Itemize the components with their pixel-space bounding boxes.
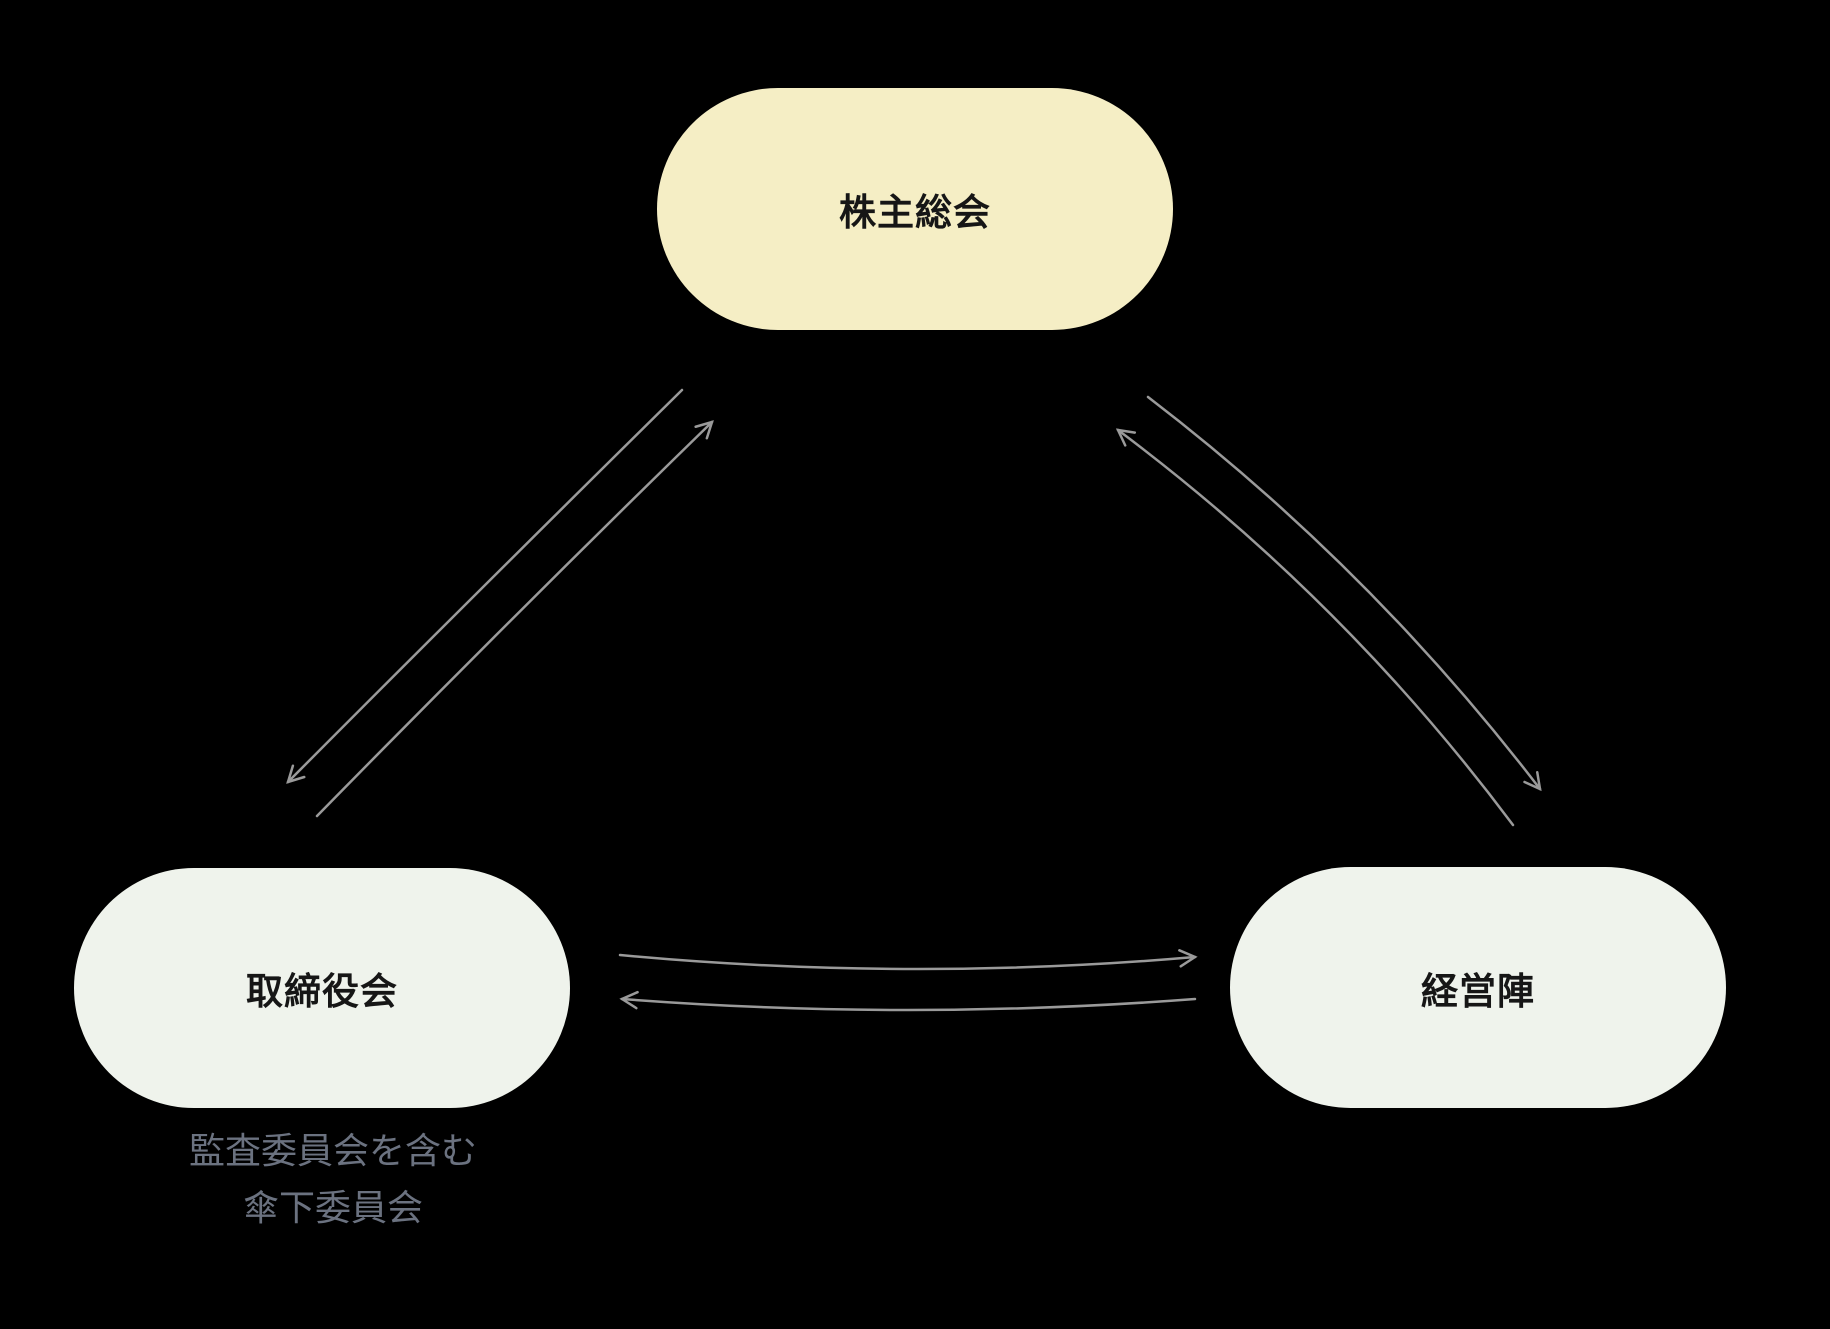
edge-shareholders-to-board	[286, 388, 684, 784]
node-shareholders-meeting: 株主総会	[657, 88, 1173, 330]
edge-board-to-shareholders	[315, 420, 714, 818]
edge-shareholders-to-management	[1146, 395, 1542, 792]
node-board-of-directors-label: 取締役会	[246, 971, 398, 1012]
node-management: 経営陣	[1230, 867, 1726, 1108]
node-shareholders-meeting-label: 株主総会	[839, 192, 991, 233]
edge-management-to-board	[619, 990, 1197, 1012]
edge-board-to-management	[618, 949, 1198, 971]
caption-line-1: 監査委員会を含む	[188, 1130, 477, 1171]
caption-line-2: 傘下委員会	[242, 1187, 423, 1228]
node-management-label: 経営陣	[1421, 970, 1535, 1012]
edge-management-to-shareholders	[1115, 428, 1515, 827]
board-subcommittees-caption: 監査委員会を含む 傘下委員会	[83, 1122, 583, 1236]
node-board-of-directors: 取締役会	[74, 868, 570, 1108]
